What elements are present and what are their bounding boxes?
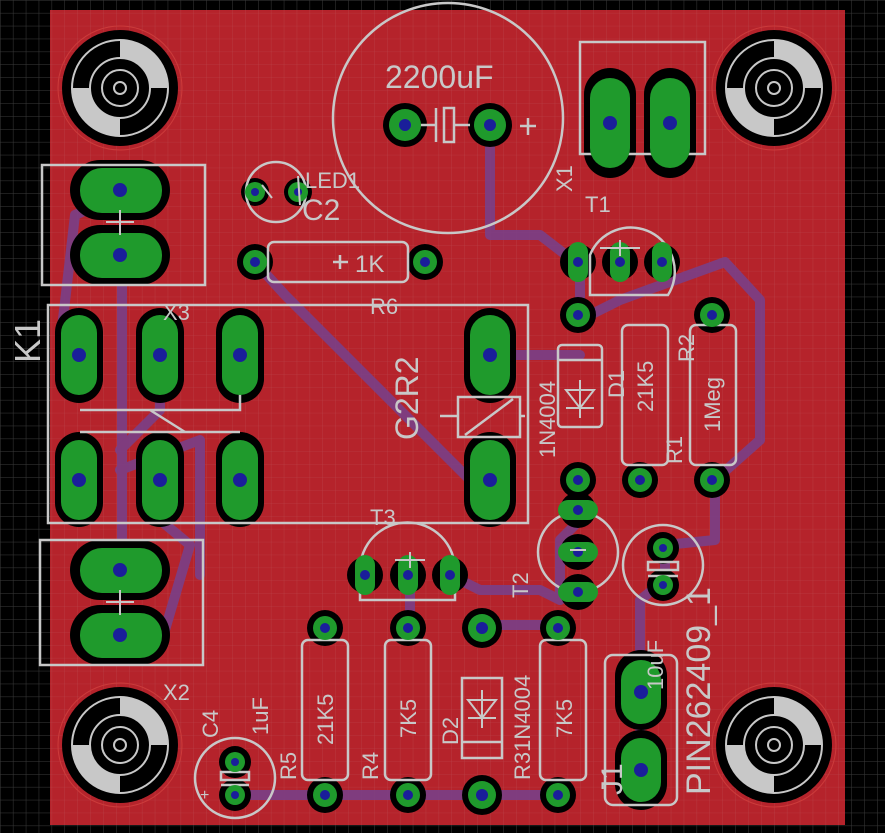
- x1-label: X1: [552, 165, 577, 192]
- k1-label: K1: [7, 319, 48, 363]
- pads: [61, 78, 724, 809]
- c4-value-label: 1uF: [248, 697, 273, 735]
- silk-details: [106, 175, 640, 728]
- r5-label: R5: [276, 752, 301, 780]
- x2-label: X2: [163, 680, 190, 705]
- c4-label: C4: [198, 710, 223, 738]
- x3-label: X3: [163, 300, 190, 325]
- t2-label: T2: [508, 572, 533, 598]
- g2r2-label: G2R2: [389, 356, 425, 440]
- t1-label: T1: [585, 192, 611, 217]
- r1-label: R1: [662, 436, 687, 464]
- r2-value-label: 1Meg: [700, 377, 725, 432]
- mounting-hole-bottom-left: [57, 682, 183, 808]
- mounting-hole-top-left: [57, 25, 183, 151]
- d2-label: D2: [438, 717, 463, 745]
- pin-label: PIN262409_1: [680, 587, 718, 795]
- plus-mark-c4: +: [200, 787, 209, 804]
- board-grid-overlay: [50, 10, 845, 825]
- r4-value-label: 7K5: [396, 699, 421, 738]
- r3-value-label: 7K5: [552, 699, 577, 738]
- d1-label: D1: [604, 370, 629, 398]
- led1-label: LED1: [305, 168, 360, 193]
- t3-label: T3: [370, 505, 396, 530]
- r2-label: R2: [674, 334, 699, 362]
- labels: 2200uF X1 T1 LED1 C2 1K R6 K1 X3 G2R2 1N…: [7, 59, 725, 804]
- mounting-hole-bottom-right: [711, 682, 837, 808]
- cap-10uf-label: 10uF: [643, 640, 668, 690]
- drill-holes: [72, 116, 717, 801]
- j1-label: J1: [596, 763, 629, 795]
- silkscreen: [38, 1, 738, 820]
- r6-label: R6: [370, 294, 398, 319]
- r4-label: R4: [358, 752, 383, 780]
- cap-2200uf-label: 2200uF: [385, 59, 494, 95]
- r3-part-label: R31N4004: [510, 675, 535, 780]
- r6-value-label: 1K: [355, 251, 384, 278]
- mounting-hole-top-right: [711, 25, 837, 151]
- r1-value-label: 21K5: [633, 361, 658, 412]
- c2-label: C2: [302, 194, 340, 227]
- r5-value-label: 21K5: [313, 694, 338, 745]
- d1-part-label: 1N4004: [535, 381, 560, 458]
